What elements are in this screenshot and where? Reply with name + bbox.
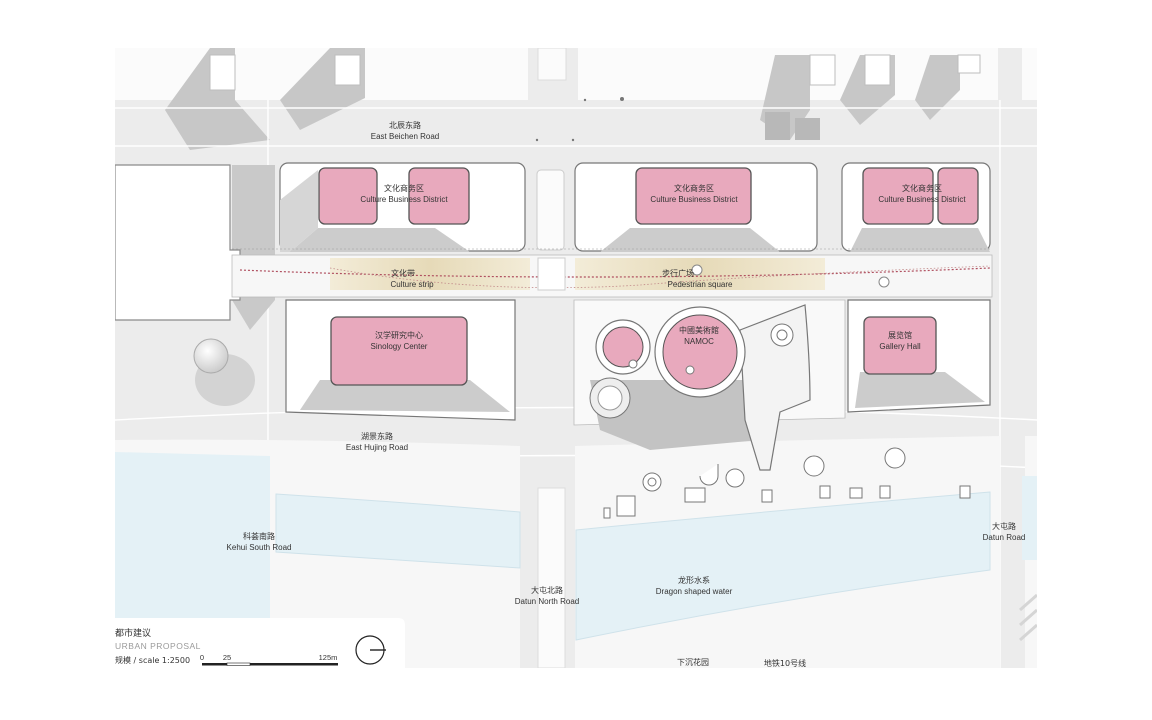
label-datun-zh: 大屯路 — [992, 521, 1016, 531]
label-cbd3-zh: 文化商务区 — [902, 183, 942, 193]
label-dragon-water-en: Dragon shaped water — [656, 587, 733, 596]
label-cbd1-zh: 文化商务区 — [384, 183, 424, 193]
label-sinology-zh: 汉学研究中心 — [375, 330, 423, 340]
label-pedestrian-en: Pedestrian square — [668, 280, 733, 289]
label-pedestrian-zh: 步行广场 — [662, 268, 694, 278]
pink-buildings — [318, 167, 979, 386]
label-gallery-en: Gallery Hall — [879, 342, 921, 351]
top-plots — [115, 48, 1037, 150]
pavilions — [603, 447, 971, 519]
culture-business-building-1b — [408, 167, 470, 225]
label-cbd3-en: Culture Business District — [878, 195, 966, 204]
gallery-hall-building — [863, 316, 937, 375]
label-datun-en: Datun Road — [983, 533, 1026, 542]
legend-panel: 都市建议 URBAN PROPOSAL 规模 / scale 1:2500 0 … — [115, 618, 405, 668]
label-metro-zh: 地铁10号线 — [764, 658, 806, 668]
namoc-complex — [589, 304, 811, 471]
culture-business-building-1a — [318, 167, 378, 225]
label-namoc-en: NAMOC — [684, 337, 714, 346]
map-labels: 北辰东路 East Beichen Road 文化商务区 Culture Bus… — [227, 120, 1026, 668]
scale-bar: 0 25 125m — [200, 653, 338, 666]
label-kehui-en: Kehui South Road — [227, 543, 292, 552]
map-dots — [535, 97, 624, 142]
culture-business-building-3a — [862, 167, 934, 225]
label-beichen-zh: 北辰东路 — [389, 120, 421, 130]
scale-tick-125: 125m — [319, 653, 338, 662]
label-cbd2-en: Culture Business District — [650, 195, 738, 204]
label-culture-strip-en: Culture strip — [390, 280, 434, 289]
culture-strip-corridor — [231, 248, 993, 298]
culture-business-building-3b — [937, 167, 979, 225]
label-namoc-zh: 中國美術館 — [679, 325, 719, 335]
sinology-center-building — [330, 316, 468, 386]
label-datun-north-en: Datun North Road — [515, 597, 579, 606]
label-culture-strip-zh: 文化带 — [391, 268, 415, 278]
label-dragon-water-zh: 龙形水系 — [678, 575, 710, 585]
culture-business-building-2 — [635, 167, 752, 225]
label-cbd2-zh: 文化商务区 — [674, 183, 714, 193]
label-gallery-zh: 展览馆 — [888, 330, 912, 340]
label-datun-north-zh: 大屯北路 — [531, 585, 563, 595]
label-hujing-en: East Hujing Road — [346, 443, 408, 452]
label-sinology-en: Sinology Center — [371, 342, 428, 351]
legend-title-zh: 都市建议 — [115, 627, 151, 639]
label-cbd1-en: Culture Business District — [360, 195, 448, 204]
rail-hatch — [1019, 593, 1037, 642]
label-kehui-zh: 科荟南路 — [243, 531, 275, 541]
north-arrow-icon — [355, 635, 386, 665]
label-beichen-en: East Beichen Road — [371, 132, 440, 141]
label-sunken-garden-zh: 下沉花园 — [677, 657, 709, 667]
scale-tick-0: 0 — [200, 653, 204, 662]
legend-scale-label: 规模 / scale 1:2500 — [115, 655, 190, 665]
label-hujing-zh: 湖景东路 — [361, 431, 393, 441]
legend-title-en: URBAN PROPOSAL — [115, 641, 201, 651]
dragon-water — [115, 452, 1037, 664]
scale-tick-25: 25 — [223, 653, 231, 662]
